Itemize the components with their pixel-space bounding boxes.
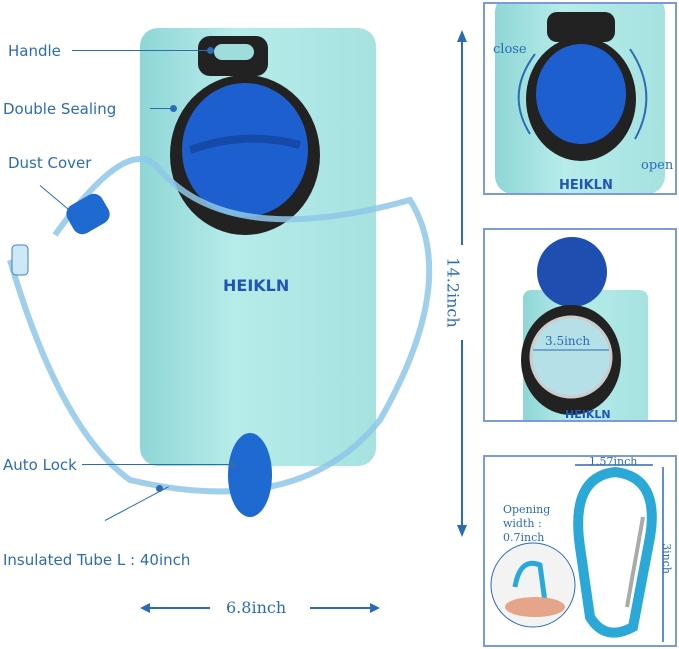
width-label: 6.8inch	[226, 598, 287, 617]
label-auto-lock: Auto Lock	[3, 456, 77, 474]
panel-brand: HEIKLN	[559, 178, 613, 193]
label-handle: Handle	[8, 42, 61, 60]
diameter-label: 3.5inch	[545, 334, 591, 348]
label-double-sealing: Double Sealing	[3, 100, 117, 118]
carabiner-detail-panel: 1.57inch 3inch Opening width : 0.7inch	[483, 455, 677, 647]
panel-brand: HEIKLN	[565, 408, 611, 421]
opening-width-label: Opening width : 0.7inch	[503, 503, 551, 544]
brand-logo: HEIKLN	[223, 276, 290, 295]
height-label: 14.2inch	[443, 257, 463, 328]
close-label: close	[493, 42, 527, 57]
label-insulated-tube: Insulated Tube L : 40inch	[3, 551, 191, 569]
carabiner-height-label: 3inch	[659, 543, 673, 574]
opening-detail-panel: 3.5inch HEIKLN	[483, 228, 677, 422]
cap-detail-panel: close open HEIKLN	[483, 2, 677, 195]
carabiner-width-label: 1.57inch	[589, 455, 638, 468]
label-dust-cover: Dust Cover	[8, 154, 92, 172]
open-label: open	[641, 158, 674, 173]
